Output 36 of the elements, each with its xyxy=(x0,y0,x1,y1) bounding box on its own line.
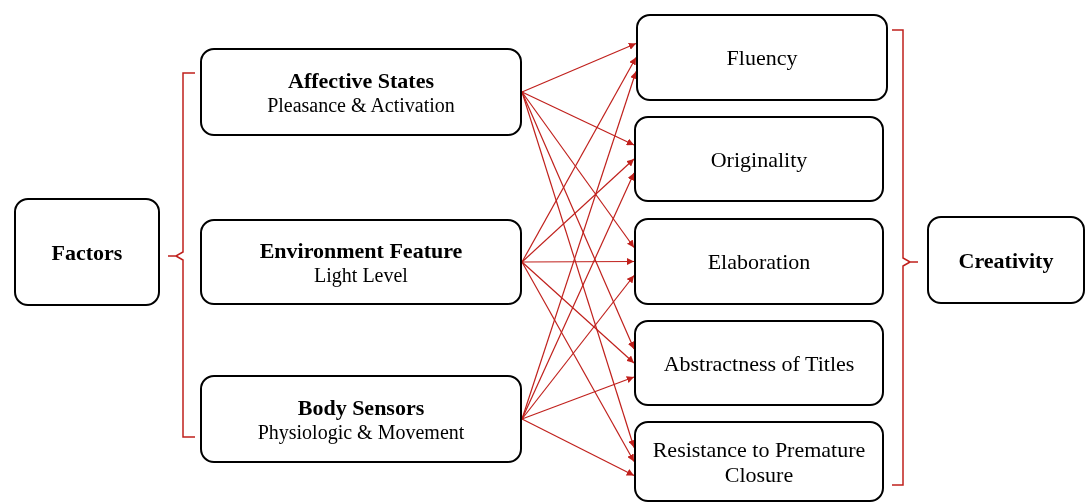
arrow xyxy=(521,376,635,420)
arrow xyxy=(521,91,635,249)
arrow xyxy=(521,172,635,420)
arrow xyxy=(521,42,637,93)
arrow xyxy=(521,418,635,477)
box-label: Originality xyxy=(710,146,808,172)
box-label: Resistance to Premature Closure xyxy=(651,436,867,487)
box-label: Fluency xyxy=(726,45,798,70)
factor-box xyxy=(636,14,888,101)
category-box xyxy=(927,216,1085,304)
factor-box xyxy=(634,116,884,202)
box-label: Abstractness of Titles xyxy=(663,350,855,376)
box-heading: Body Sensors xyxy=(297,394,425,420)
category-box xyxy=(14,198,160,306)
arrow xyxy=(521,261,635,364)
factor-box xyxy=(200,375,522,463)
factor-box xyxy=(634,218,884,305)
arrow xyxy=(521,257,635,266)
box-heading: Affective States xyxy=(288,67,434,93)
arrow xyxy=(521,56,637,263)
box-label: Factors xyxy=(51,239,123,265)
box-label: Elaboration xyxy=(707,249,811,274)
factor-box xyxy=(200,48,522,136)
arrow xyxy=(521,158,635,263)
arrow xyxy=(521,261,635,463)
box-label: Creativity xyxy=(958,247,1054,273)
factor-box xyxy=(634,421,884,502)
arrow xyxy=(521,91,635,350)
factor-box xyxy=(634,320,884,406)
arrow xyxy=(521,274,635,420)
box-subtitle: Physiologic & Movement xyxy=(257,420,465,444)
box-subtitle: Light Level xyxy=(314,262,408,287)
arrow xyxy=(521,91,635,146)
box-subtitle: Pleasance & Activation xyxy=(267,92,455,117)
box-heading: Environment Feature xyxy=(259,237,463,263)
factor-box xyxy=(200,219,522,305)
